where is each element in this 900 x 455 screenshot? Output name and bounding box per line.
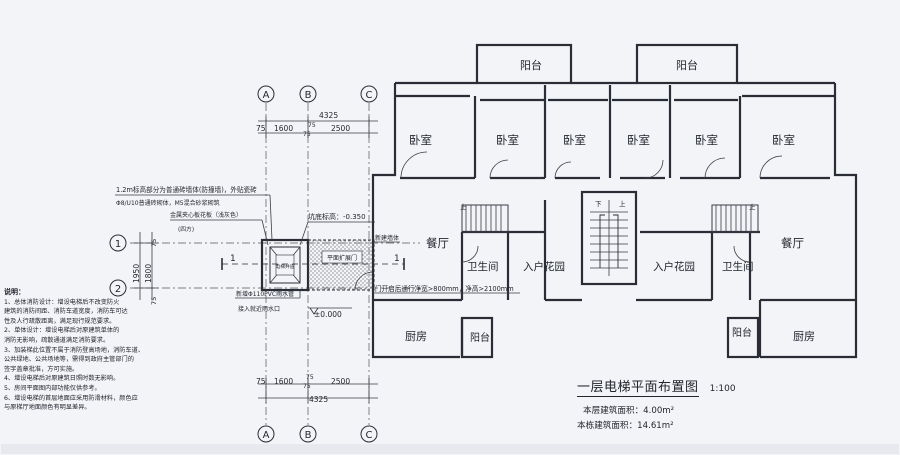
shaft-label: 电梯井道 [275, 263, 294, 270]
dim-bottom-c: 75 [303, 383, 311, 390]
balcony-top-right [635, 43, 739, 85]
svg-text:C: C [366, 430, 373, 441]
room-dining-left: 餐厅 [426, 236, 449, 250]
axis-bubble-1: 1 [109, 234, 127, 252]
svg-text:A: A [263, 430, 270, 441]
dim-top-1600: 1600 [274, 124, 293, 133]
callout-connect: 接入就近雨水口 [238, 305, 280, 313]
floor-plan: 门开启后通行净宽>800mm，净高>2100mm [354, 43, 858, 359]
stair-right [711, 204, 759, 233]
axis-bubble-b-bottom: B [299, 425, 317, 443]
room-bedroom-1: 卧室 [409, 133, 432, 147]
svg-text:B: B [305, 430, 312, 441]
note-line: 6、增设电梯的首层地面应采用防滑材料，颜色应 [4, 394, 138, 402]
total-area: 本栋建筑面积：14.61m² [577, 421, 674, 431]
note-line: 建筑的消防间距、消防车道宽度，消防车可达 [4, 308, 128, 316]
dim-bottom-b: 75 [306, 374, 314, 381]
axis-bubble-a-top: A [257, 85, 275, 103]
axis-bubble-a-bottom: A [257, 425, 275, 443]
stair-core [580, 190, 638, 286]
svg-text:B: B [305, 90, 312, 101]
section-mark-right: 1 [394, 254, 400, 264]
callout-cover-sub: (四方) [178, 225, 194, 233]
drawing-scale: 1:100 [709, 384, 736, 394]
title-block: 一层电梯平面布置图 1:100 本层建筑面积：4.00m² 本栋建筑面积：14.… [577, 376, 737, 431]
room-balcony-3: 阳台 [470, 331, 490, 344]
axis-bubble-2: 2 [109, 279, 127, 297]
dim-left-75-top: 75 [150, 239, 158, 247]
room-balcony-2: 阳台 [676, 58, 698, 72]
room-garden-right: 入户花园 [653, 260, 695, 273]
room-kitchen-right: 厨房 [793, 330, 815, 343]
stair-up-label: 上 [619, 199, 626, 208]
dim-top-b: 75 [308, 122, 316, 129]
room-bath-left: 卫生间 [467, 260, 499, 273]
room-bedroom-3: 卧室 [563, 133, 586, 147]
section-mark-left: 1 [230, 254, 236, 264]
callout-wall-1: 1.2m标高部分为普通砖墙体(防撞墙)，外贴瓷砖 [116, 185, 257, 194]
dim-left-1800: 1800 [144, 264, 153, 283]
platform-label: 平面扩展门 [327, 254, 357, 262]
svg-text:1: 1 [115, 239, 121, 250]
note-line: 4、增设电梯后对原建筑日照时数无影响。 [4, 375, 120, 383]
elevator-shaft: 电梯井道 [260, 238, 310, 292]
callout-cover-plate: 金属夹心板花板（浅灰色） [170, 211, 242, 219]
svg-text:2: 2 [115, 284, 121, 295]
balcony-bottom-left [460, 316, 494, 359]
door-size-note: 门开启后通行净宽>800mm，净高>2100mm [375, 284, 514, 293]
stair-up-left-label: 上 [460, 202, 467, 211]
note-line: 消防无影响，疏散通道满足消防要求。 [4, 336, 110, 344]
axis-bubble-c-top: C [360, 85, 378, 103]
stair-up-right-label: 上 [749, 202, 756, 211]
floor-area: 本层建筑面积：4.00m² [583, 406, 675, 416]
design-notes: 说明： 1、总体消防设计：增设电梯后不改变防火 建筑的消防间距、消防车道宽度，消… [4, 288, 234, 413]
dim-top-c: 75 [303, 131, 311, 138]
room-dining-right: 餐厅 [781, 236, 804, 250]
dim-left-1950: 1950 [132, 264, 141, 283]
balcony-bottom-right [726, 316, 760, 359]
dim-top-2500: 2500 [331, 124, 350, 133]
note-line: 签字盖章批准，方可实施。 [4, 365, 79, 373]
balcony-top-left [475, 43, 573, 85]
room-bath-right: 卫生间 [722, 260, 754, 273]
drawing-title: 一层电梯平面布置图 [577, 376, 699, 397]
room-bedroom-2: 卧室 [496, 133, 519, 147]
stair-down-label: 下 [595, 200, 602, 208]
room-kitchen-left: 厨房 [405, 330, 427, 343]
note-line: 5、房间平面图内部功能仅供参考。 [4, 384, 101, 392]
callout-pit-level: 坑底标高：-0.350 [308, 212, 366, 221]
note-line: 1、总体消防设计：增设电梯后不改变防火 [4, 298, 120, 306]
svg-text:C: C [366, 90, 373, 101]
stair-left [461, 204, 509, 233]
note-line: 性及人行疏散距离，满足现行规范要求。 [4, 317, 116, 325]
axis-bubble-b-top: B [299, 85, 317, 103]
room-bedroom-6: 卧室 [772, 133, 795, 147]
callout-pipe: 新增Φ110PVC雨水管 [236, 290, 294, 298]
callout-new-wall: 新建墙体 [375, 234, 399, 242]
dim-left-75-bottom: 75 [150, 297, 158, 305]
room-bedroom-5: 卧室 [695, 133, 718, 147]
note-line: 与原梯厅地面颜色有明显差异。 [4, 404, 91, 412]
room-garden-left: 入户花园 [523, 260, 565, 273]
dim-top-a: 75 [256, 124, 266, 133]
notes-heading: 说明： [4, 288, 25, 296]
room-balcony-1: 阳台 [520, 58, 542, 72]
dim-bottom-a: 75 [256, 377, 266, 386]
room-bedroom-4: 卧室 [627, 133, 650, 147]
dim-bottom-total: 4325 [309, 395, 328, 404]
callout-wall-2: Φ8/U10普通砖砌体，M5混合砂浆砌筑 [116, 199, 220, 207]
note-line: 3、加装梯此位置不属于消防登高场地，消防车道、 [4, 346, 145, 354]
landing-area [307, 239, 375, 291]
note-line: 公共绿地、公共场地等，需得到政府主管部门的 [4, 356, 134, 364]
svg-text:A: A [263, 90, 270, 101]
level-zero: ±0.000 [314, 310, 342, 319]
axis-bubble-c-bottom: C [360, 425, 378, 443]
room-balcony-4: 阳台 [732, 326, 752, 339]
note-line: 2、单体设计：增设电梯后对原建筑单体的 [4, 327, 120, 335]
dim-bottom-1600: 1600 [274, 377, 293, 386]
dim-top-total: 4325 [319, 111, 338, 120]
dim-bottom-2500: 2500 [331, 377, 350, 386]
